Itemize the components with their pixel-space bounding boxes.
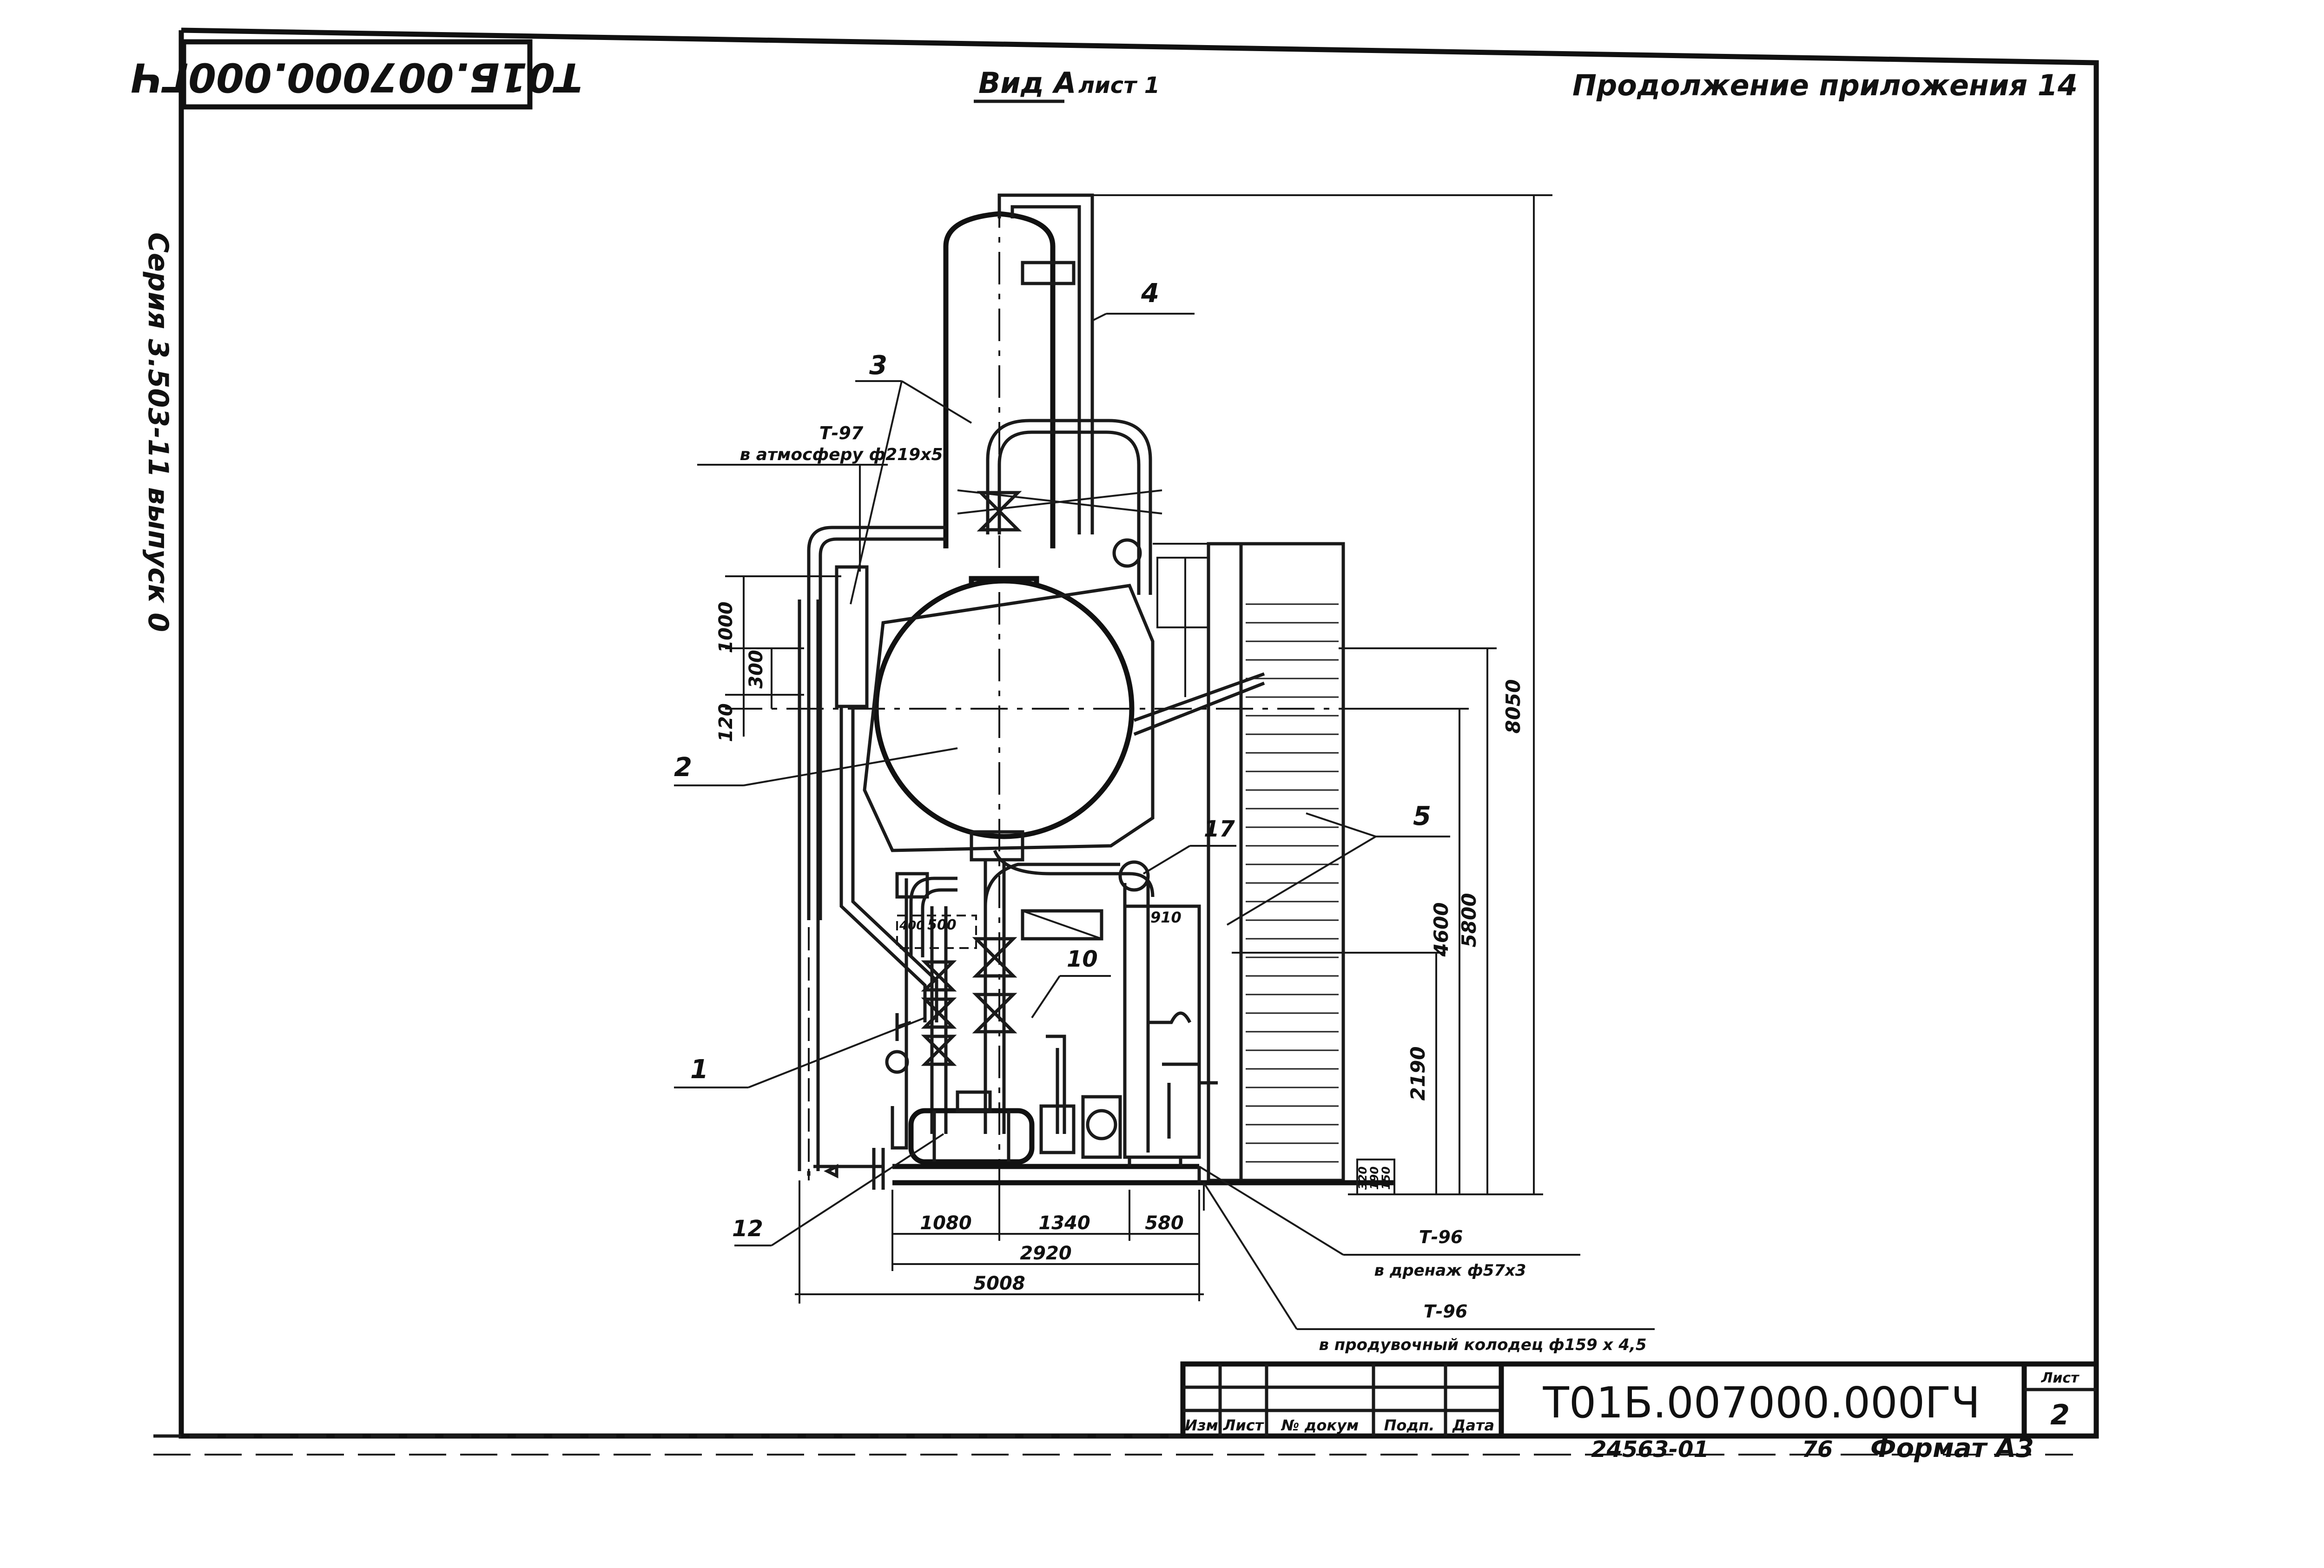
top-stamp: Т01Б.007000.000ГЧ <box>131 39 582 110</box>
view-title-name: Вид А <box>978 66 1076 100</box>
dim-1000: 1000 <box>715 601 737 653</box>
equipment-assembly <box>725 193 1552 1304</box>
view-title: Вид А лист 1 <box>974 66 1160 103</box>
tb-col-izm: Изм <box>1185 1416 1218 1434</box>
dim-1080: 1080 <box>920 1212 971 1234</box>
top-stamp-code: Т01Б.007000.000ГЧ <box>131 54 582 100</box>
tb-sheet-no: 2 <box>2050 1399 2070 1431</box>
tb-col-date: Дата <box>1452 1416 1494 1434</box>
t97-tag: Т-97 <box>819 423 864 443</box>
tb-col-sign: Подп. <box>1384 1416 1435 1434</box>
callout-3: 3 <box>869 350 887 381</box>
t96a-text: в дренаж ф57х3 <box>1374 1261 1526 1280</box>
callouts: 1 2 3 4 5 10 12 17 <box>674 278 1450 1246</box>
callout-4: 4 <box>1141 278 1159 309</box>
appendix-note: Продолжение приложения 14 <box>1572 68 2078 102</box>
dim-400: 400 <box>899 919 924 933</box>
dim-150: 150 <box>1380 1166 1393 1190</box>
base-frame <box>799 1148 1394 1304</box>
dim-910: 910 <box>1150 909 1182 926</box>
dim-4600: 4600 <box>1430 903 1452 957</box>
tb-page: 76 <box>1802 1436 1833 1463</box>
storage-tank <box>725 576 1348 852</box>
t96a-tag: Т-96 <box>1419 1227 1463 1247</box>
dim-190: 190 <box>1368 1166 1381 1190</box>
lower-piping <box>970 830 1218 1159</box>
callout-12: 12 <box>732 1216 763 1242</box>
callout-2: 2 <box>674 752 692 783</box>
dimension-lines: 1000 300 120 8050 5800 4600 2190 320 190… <box>715 195 1543 1301</box>
dim-320: 320 <box>1356 1166 1369 1190</box>
dim-500: 500 <box>927 917 957 933</box>
tb-doc-code: Т01Б.007000.000ГЧ <box>1543 1378 1981 1428</box>
dim-300: 300 <box>746 650 767 689</box>
title-block: Изм Лист № докум Подп. Дата Т01Б.007000.… <box>1180 1361 2099 1463</box>
dim-1340: 1340 <box>1038 1212 1090 1234</box>
vapour-pipe <box>997 193 1552 534</box>
dim-8050: 8050 <box>1502 679 1525 734</box>
pump-group-left <box>885 872 977 1150</box>
dim-580: 580 <box>1145 1212 1184 1234</box>
tb-col-doc: № докум <box>1281 1416 1359 1434</box>
pipe-notes: Т-97 в атмосферу ф219х5 Т-96 в дренаж ф5… <box>697 423 1655 1354</box>
dim-5008: 5008 <box>973 1273 1025 1294</box>
dim-5800: 5800 <box>1458 893 1480 948</box>
tb-col-list: Лист <box>1223 1416 1265 1434</box>
vent-pipe <box>798 526 946 1180</box>
deaerator-column <box>943 195 1056 1190</box>
view-title-sheet: лист 1 <box>1078 72 1160 99</box>
callout-17: 17 <box>1204 816 1235 842</box>
side-series-label: Серия 3.503-11 выпуск 0 <box>142 232 174 632</box>
rack-hatching <box>1246 603 1339 1163</box>
t96b-tag: Т-96 <box>1424 1301 1468 1322</box>
callout-10: 10 <box>1067 946 1098 972</box>
t96b-text: в продувочный колодец ф159 х 4,5 <box>1319 1336 1646 1354</box>
upper-piping <box>957 419 1162 595</box>
dim-2920: 2920 <box>1020 1243 1071 1264</box>
callout-1: 1 <box>690 1054 708 1085</box>
pump-unit <box>908 1090 1122 1165</box>
tb-sheet-header: Лист <box>2040 1370 2080 1386</box>
tb-format: Формат А3 <box>1870 1433 2034 1463</box>
t97-text: в атмосферу ф219х5 <box>739 445 943 464</box>
dim-120: 120 <box>715 703 737 742</box>
dim-2190: 2190 <box>1406 1047 1429 1101</box>
stair-rack <box>1153 542 1345 1182</box>
tb-inv: 24563-01 <box>1591 1436 1709 1463</box>
callout-5: 5 <box>1413 801 1431 831</box>
